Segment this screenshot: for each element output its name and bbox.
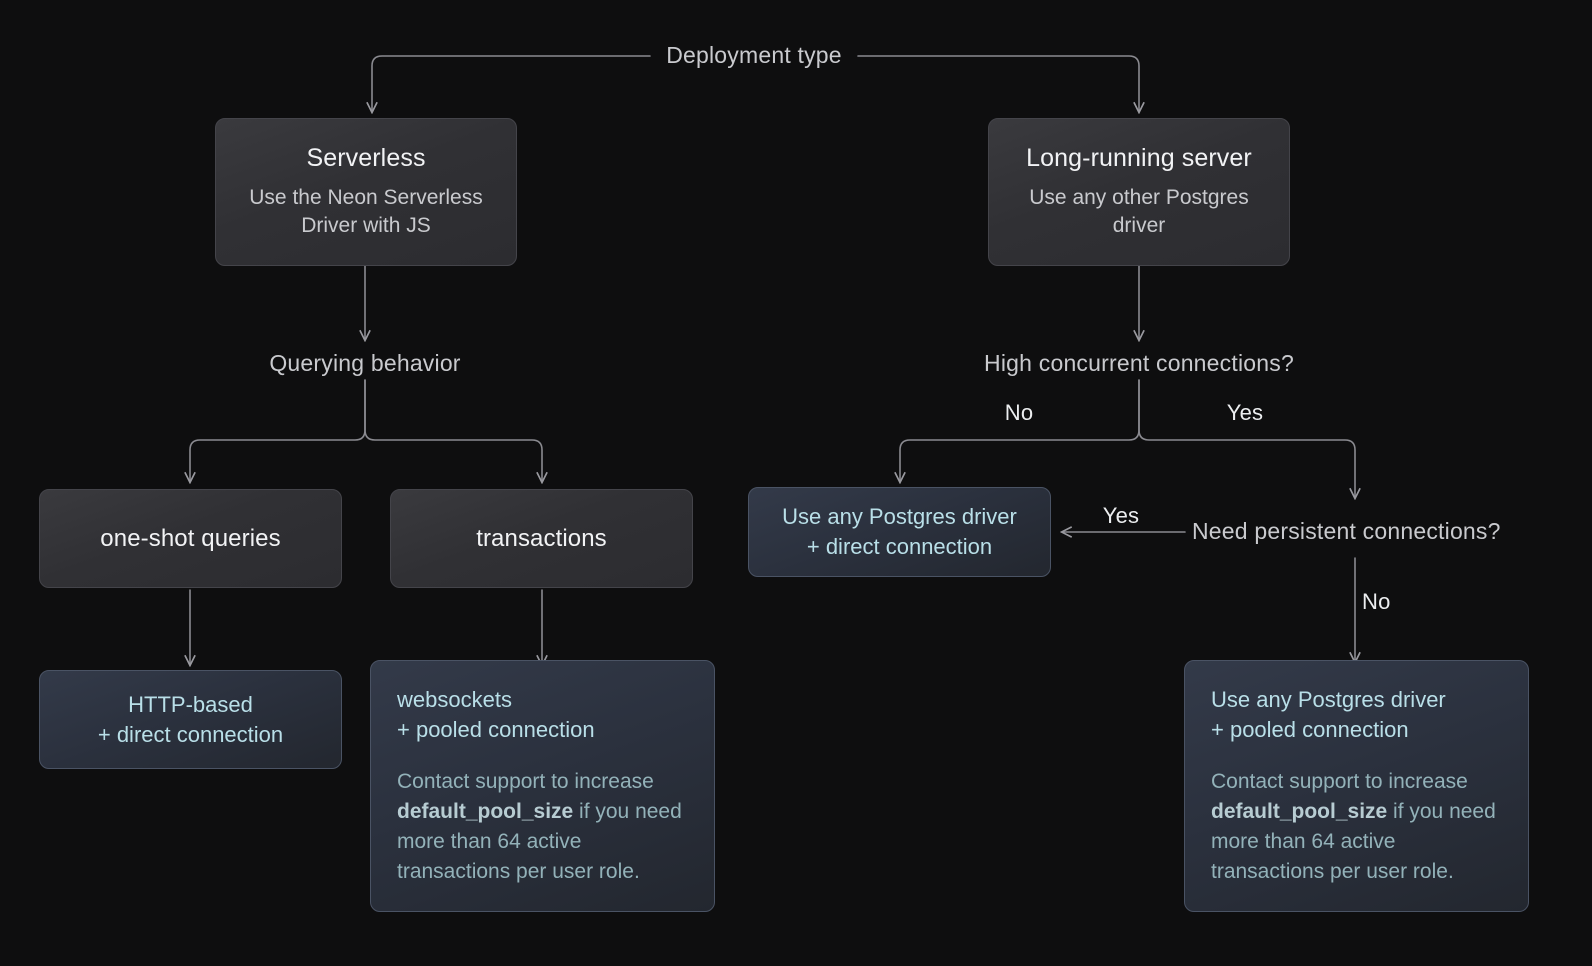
- node-any-driver-direct-line2: + direct connection: [806, 534, 993, 559]
- node-long-running-title: Long-running server: [1026, 143, 1252, 172]
- note-suffix: if you need more than 64 active transact…: [1211, 800, 1496, 883]
- question-high-concurrent-connections: High concurrent connections?: [984, 350, 1294, 376]
- node-transactions-label: transactions: [476, 524, 607, 552]
- node-transactions[interactable]: transactions: [390, 489, 693, 588]
- node-websockets-pooled[interactable]: websockets + pooled connection Contact s…: [370, 660, 715, 912]
- edge-label-persistent-yes: Yes: [1102, 503, 1140, 528]
- note-suffix: if you need more than 64 active transact…: [397, 800, 682, 883]
- node-http-line2: + direct connection: [97, 721, 284, 747]
- node-any-driver-pooled-note: Contact support to increase default_pool…: [1211, 767, 1502, 886]
- node-websockets-line2: + pooled connection: [397, 717, 595, 743]
- node-any-driver-pooled-line1: Use any Postgres driver: [1211, 687, 1446, 713]
- question-querying-behavior: Querying behavior: [269, 350, 461, 376]
- node-any-driver-direct-line1: Use any Postgres driver: [782, 504, 1017, 530]
- node-serverless-title: Serverless: [306, 143, 426, 172]
- note-prefix: Contact support to increase: [397, 770, 654, 794]
- node-one-shot-queries-label: one-shot queries: [100, 524, 281, 552]
- node-long-running-subtitle: Use any other Postgres driver: [1029, 185, 1249, 237]
- node-any-driver-pooled-line2: + pooled connection: [1211, 717, 1409, 743]
- node-one-shot-queries[interactable]: one-shot queries: [39, 489, 342, 588]
- note-code: default_pool_size: [1211, 800, 1388, 824]
- edge-label-yes: Yes: [1226, 400, 1264, 425]
- edge-label-persistent-no: No: [1362, 589, 1391, 614]
- node-any-driver-direct-connection[interactable]: Use any Postgres driver + direct connect…: [748, 487, 1051, 577]
- node-serverless-subtitle: Use the Neon Serverless Driver with JS: [249, 185, 483, 237]
- root-question-label: Deployment type: [666, 42, 842, 68]
- node-any-driver-pooled-connection[interactable]: Use any Postgres driver + pooled connect…: [1184, 660, 1529, 912]
- edge-label-no: No: [1004, 400, 1034, 425]
- note-code: default_pool_size: [397, 800, 574, 824]
- node-http-direct-connection[interactable]: HTTP-based + direct connection: [39, 670, 342, 769]
- node-websockets-line1: websockets: [397, 687, 512, 713]
- note-prefix: Contact support to increase: [1211, 770, 1468, 794]
- node-long-running-server[interactable]: Long-running server Use any other Postgr…: [988, 118, 1290, 266]
- question-need-persistent-connections: Need persistent connections?: [1192, 518, 1501, 544]
- node-serverless[interactable]: Serverless Use the Neon Serverless Drive…: [215, 118, 517, 266]
- node-websockets-note: Contact support to increase default_pool…: [397, 767, 688, 886]
- node-http-line1: HTTP-based: [128, 691, 253, 717]
